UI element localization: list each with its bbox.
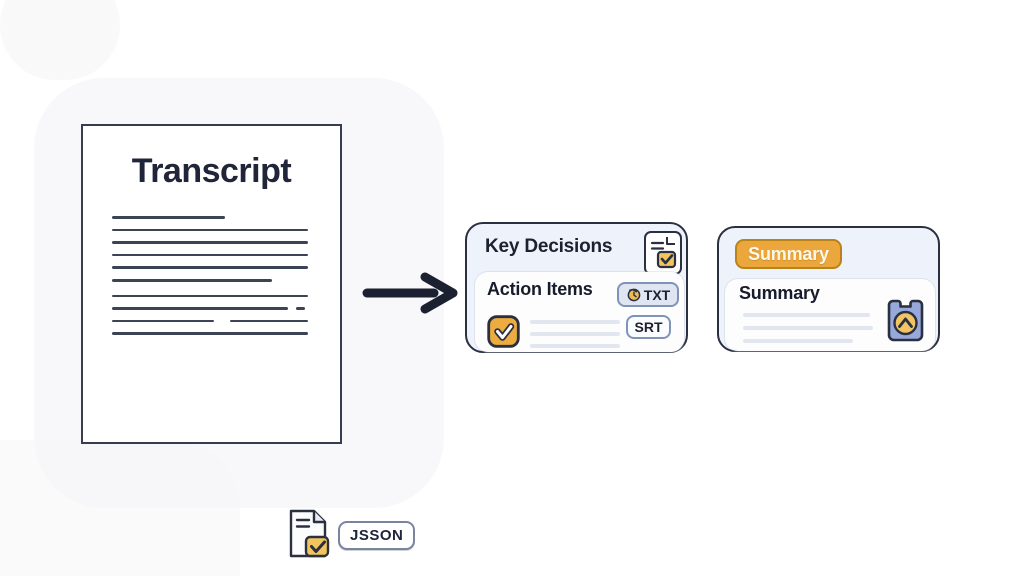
text-line bbox=[112, 253, 308, 257]
transcript-document: Transcript bbox=[81, 124, 416, 558]
placeholder-line bbox=[530, 320, 620, 324]
txt-format-badge: TXT bbox=[617, 282, 679, 307]
background-blob bbox=[0, 440, 240, 576]
history-icon bbox=[627, 288, 641, 302]
text-line bbox=[112, 216, 225, 219]
text-line bbox=[112, 241, 308, 244]
text-line bbox=[112, 266, 308, 269]
text-line bbox=[112, 319, 310, 323]
text-line bbox=[112, 294, 308, 298]
srt-format-badge: SRT bbox=[626, 315, 671, 339]
txt-badge-label: TXT bbox=[643, 286, 671, 303]
placeholder-line bbox=[743, 326, 873, 330]
placeholder-line bbox=[530, 344, 620, 348]
key-decisions-label: Key Decisions bbox=[485, 236, 613, 257]
placeholder-line bbox=[530, 332, 620, 336]
text-line bbox=[112, 307, 310, 310]
key-decisions-card: Key Decisions Action Items TXT bbox=[465, 222, 688, 372]
summary-title: Summary bbox=[739, 283, 820, 303]
check-badge-icon bbox=[487, 315, 520, 353]
text-line bbox=[112, 278, 272, 282]
action-items-panel: Action Items TXT SRT bbox=[475, 272, 684, 352]
right-arrow-icon bbox=[362, 272, 458, 314]
json-badge-label: JSSON bbox=[350, 527, 404, 544]
json-format-badge: JSSON bbox=[338, 521, 416, 550]
summary-card: Summary Summary bbox=[717, 226, 940, 371]
background-blob bbox=[0, 0, 120, 80]
package-export-icon bbox=[884, 295, 927, 349]
srt-badge-label: SRT bbox=[634, 319, 663, 335]
document-check-icon bbox=[644, 231, 682, 275]
document-text-lines bbox=[112, 216, 310, 345]
text-line bbox=[112, 332, 308, 335]
summary-badge-label: Summary bbox=[748, 243, 829, 264]
text-line bbox=[112, 228, 308, 232]
action-items-label: Action Items bbox=[487, 279, 593, 299]
placeholder-line bbox=[743, 339, 853, 343]
summary-badge: Summary bbox=[735, 239, 842, 269]
summary-panel: Summary bbox=[725, 279, 935, 351]
document-check-icon bbox=[289, 509, 330, 558]
placeholder-line bbox=[743, 313, 870, 317]
document-title: Transcript bbox=[131, 152, 292, 190]
document-footer: JSSON bbox=[288, 508, 416, 560]
